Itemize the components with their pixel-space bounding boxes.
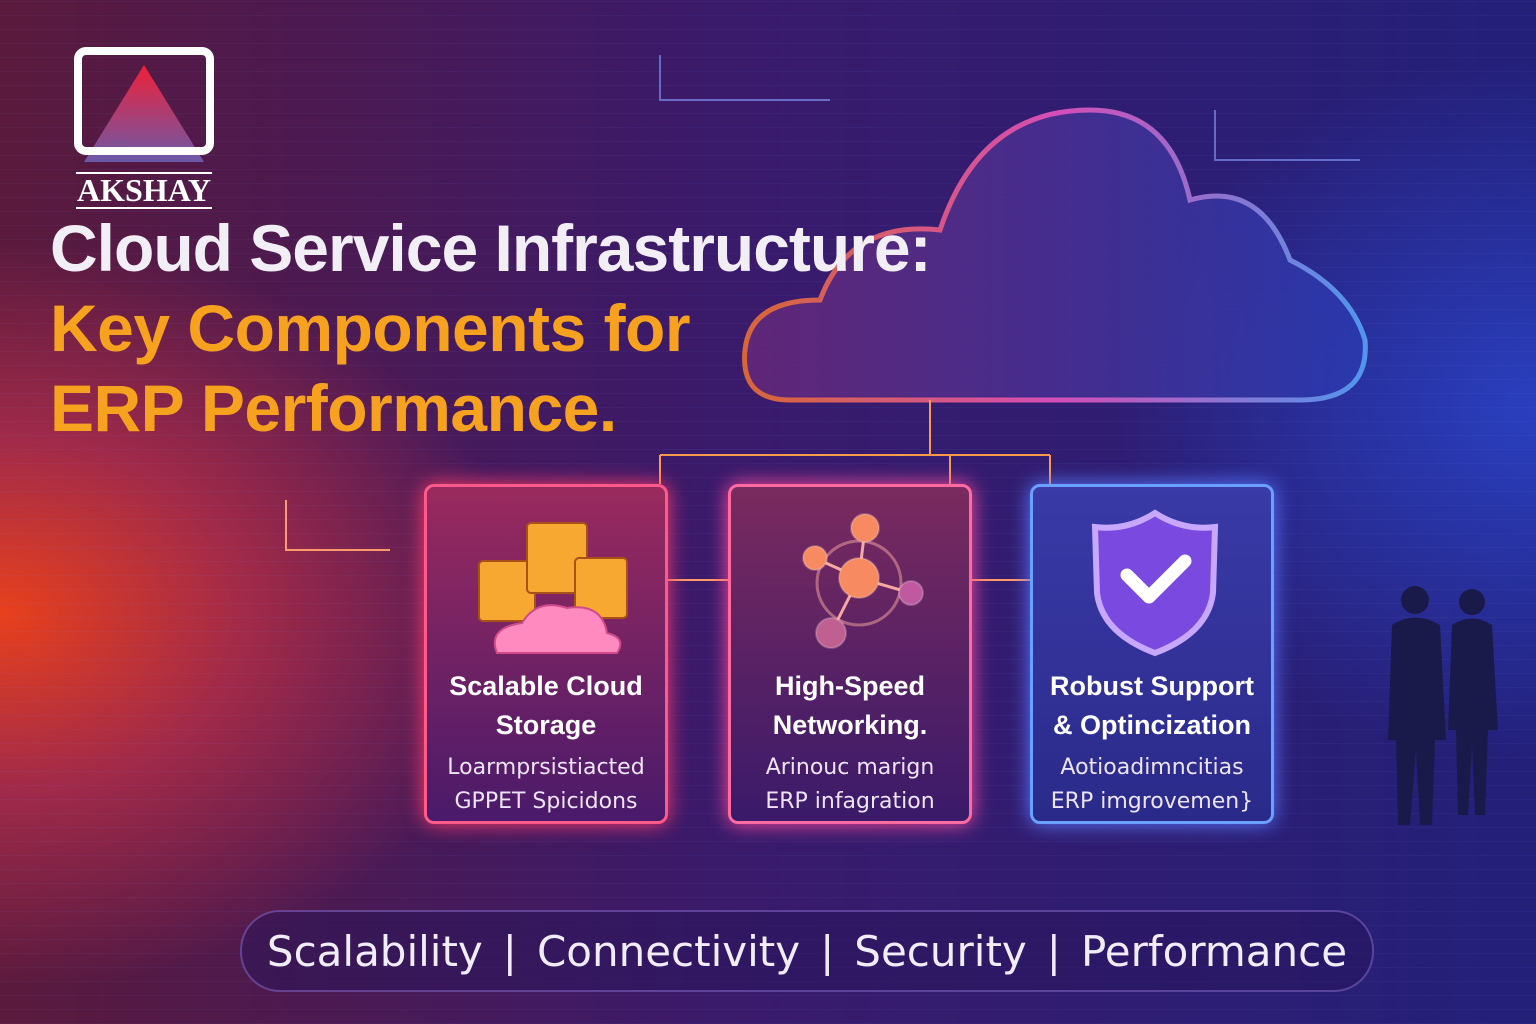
network-nodes-icon (802, 513, 924, 649)
headline-line-3: ERP Performance. (50, 371, 617, 445)
svg-text:AKSHAY: AKSHAY (77, 172, 211, 208)
card-title-line-2: Networking. (772, 710, 928, 740)
footer-separator: | (502, 926, 517, 976)
footer-separator: | (820, 926, 835, 976)
footer-pillars: Scalability | Connectivity | Security | … (240, 910, 1374, 992)
card-title-line-1: Scalable Cloud (449, 671, 643, 701)
database-cloud-icon (478, 522, 628, 654)
card-subtitle-line-1: Loarmprsistiacted (447, 755, 645, 780)
card-subtitle-line-2: GPPET Spicidons (454, 789, 638, 814)
card-title-line-1: Robust Support (1050, 671, 1254, 701)
shield-check-icon (1091, 509, 1219, 657)
footer-item-security: Security (854, 926, 1027, 976)
business-people-silhouette (1388, 586, 1498, 825)
headline: Cloud Service Infrastructure: Key Compon… (50, 211, 932, 445)
card-subtitle-line-1: Aotioadimncitias (1060, 755, 1244, 780)
card-title-line-2: Storage (495, 710, 597, 740)
akshay-logo: AKSHAY (74, 47, 214, 209)
card-robust-support: Robust Support & Optincization Aotioadimn… (1030, 484, 1274, 824)
card-subtitle-line-2: ERP infagration (765, 789, 935, 814)
card-subtitle-line-2: ERP imgrovemen} (1050, 789, 1254, 814)
footer-item-connectivity: Connectivity (536, 926, 801, 976)
card-subtitle-line-1: Arinouc marign (765, 755, 935, 780)
headline-line-1: Cloud Service Infrastructure: (50, 211, 932, 285)
card-title-line-1: High-Speed (774, 671, 925, 701)
headline-line-2: Key Components for (50, 291, 691, 365)
footer-separator: | (1046, 926, 1061, 976)
footer-item-scalability: Scalability (266, 926, 483, 976)
footer-item-performance: Performance (1080, 926, 1348, 976)
card-title-line-2: & Optincization (1053, 710, 1251, 740)
